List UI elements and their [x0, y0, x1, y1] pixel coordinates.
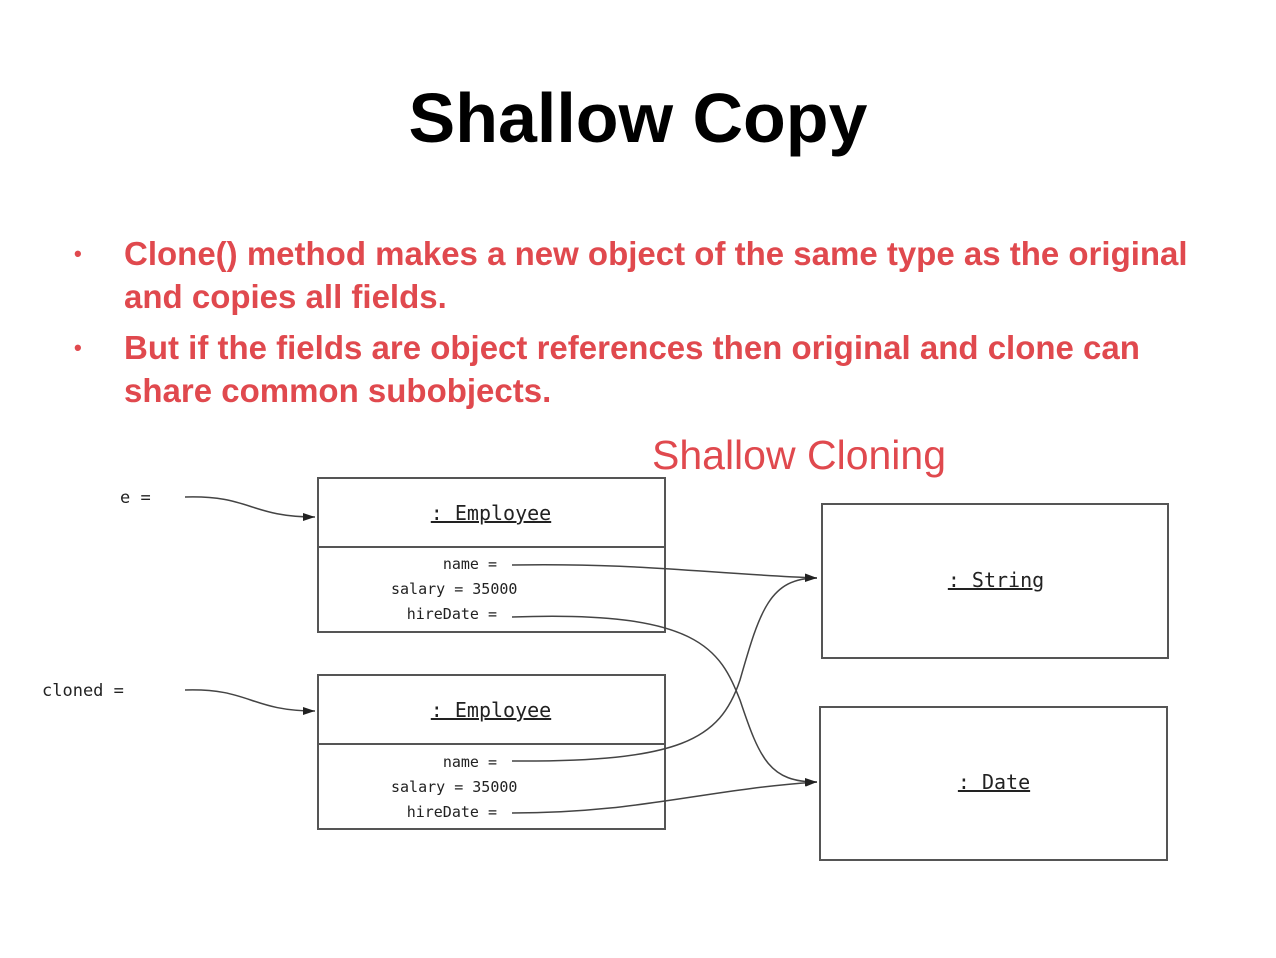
object-header: : Employee	[431, 698, 551, 722]
date-object: : Date	[819, 706, 1168, 861]
field-hiredate: hireDate =	[407, 803, 497, 821]
arrow-cloned-name-to-string	[511, 574, 818, 762]
arrow-cloned	[184, 689, 316, 715]
slide-title: Shallow Copy	[408, 79, 868, 157]
arrow-e	[184, 496, 316, 521]
variable-e-label: e =	[120, 488, 151, 508]
bullet-item: • But if the fields are object reference…	[74, 326, 1194, 412]
arrow-original-hiredate-to-date	[511, 615, 818, 786]
field-salary: salary = 35000	[391, 778, 517, 796]
field-name: name =	[443, 753, 497, 771]
variable-cloned-label: cloned =	[42, 681, 124, 701]
arrow-original-name-to-string	[511, 564, 818, 582]
field-hiredate: hireDate =	[407, 605, 497, 623]
bullet-icon: •	[74, 241, 82, 266]
field-name: name =	[443, 555, 497, 573]
object-header: : Employee	[431, 501, 551, 525]
string-object: : String	[821, 503, 1169, 659]
object-header: : String	[948, 568, 1044, 592]
bullet-item: • Clone() method makes a new object of t…	[74, 232, 1194, 318]
bullet-icon: •	[74, 335, 82, 360]
object-header: : Date	[958, 770, 1030, 794]
field-salary: salary = 35000	[391, 580, 517, 598]
bullet-list: • Clone() method makes a new object of t…	[74, 232, 1194, 420]
diagram-title: Shallow Cloning	[652, 432, 947, 478]
bullet-text: But if the fields are object references …	[124, 329, 1140, 409]
employee-object-original: : Employee name = salary = 35000 hireDat…	[317, 477, 666, 633]
bullet-text: Clone() method makes a new object of the…	[124, 235, 1188, 315]
employee-object-cloned: : Employee name = salary = 35000 hireDat…	[317, 674, 666, 830]
arrow-cloned-hiredate-to-date	[511, 778, 818, 814]
